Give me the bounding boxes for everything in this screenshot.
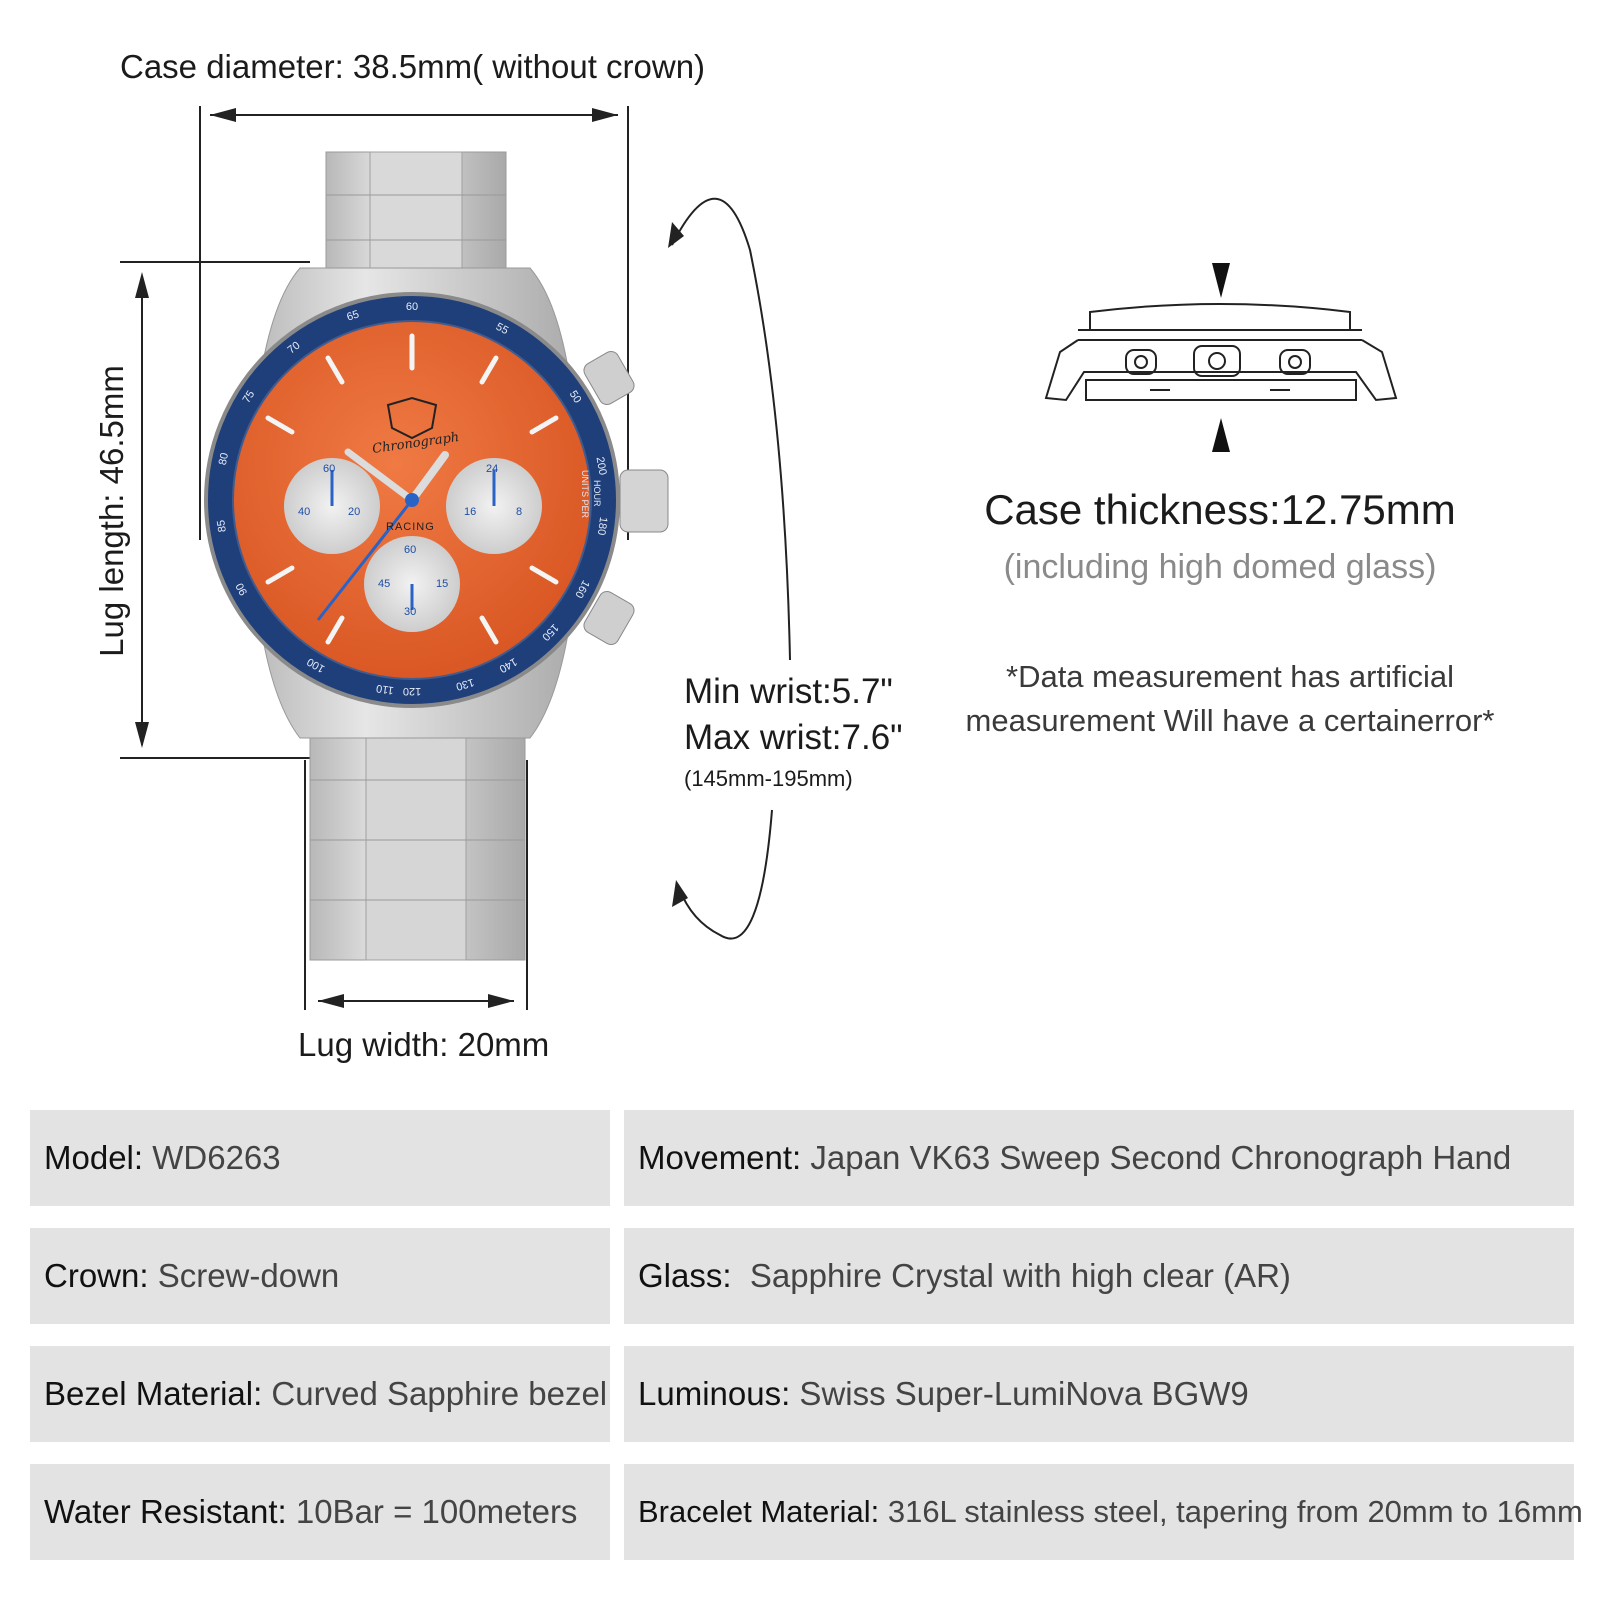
case-thickness-title: Case thickness:12.75mm — [984, 486, 1456, 533]
spec-value: Curved Sapphire bezel — [262, 1375, 608, 1412]
dial-unit-label: UNITS PER — [580, 470, 590, 519]
subdial-right-right: 8 — [516, 506, 523, 518]
spec-bezel-material: Bezel Material: Curved Sapphire bezel — [30, 1346, 610, 1442]
spec-value: Japan VK63 Sweep Second Chronograph Hand — [801, 1139, 1512, 1176]
bracelet-bottom — [309, 699, 526, 961]
spec-value: 10Bar = 100meters — [286, 1493, 578, 1530]
spec-key: Luminous: — [638, 1375, 791, 1412]
spec-crown: Crown: Screw-down — [30, 1228, 610, 1324]
subdial-right-top: 24 — [486, 463, 499, 475]
spec-model: Model: WD6263 — [30, 1110, 610, 1206]
spec-value: Screw-down — [148, 1257, 340, 1294]
spec-water-resistant: Water Resistant: 10Bar = 100meters — [30, 1464, 610, 1560]
subdial-bottom-left: 45 — [378, 578, 391, 590]
measurement-note: *Data measurement has artificial measure… — [910, 655, 1550, 743]
spec-key: Movement: — [638, 1139, 802, 1176]
case-thickness-subtitle: (including high domed glass) — [1003, 548, 1437, 586]
case-diameter-label: Case diameter: 38.5mm( without crown) — [120, 48, 706, 85]
spec-bracelet-material: Bracelet Material: 316L stainless steel,… — [624, 1464, 1583, 1560]
spec-value: Swiss Super-LumiNova BGW9 — [790, 1375, 1249, 1412]
subdial-left-left: 40 — [298, 506, 311, 518]
spec-key: Crown: — [44, 1257, 149, 1294]
lug-width-label: Lug width: 20mm — [298, 1026, 550, 1063]
bracelet-top — [325, 151, 507, 283]
spec-key: Bezel Material: — [44, 1375, 263, 1412]
subdial-bottom-bottom: 30 — [404, 606, 417, 618]
spec-movement: Movement: Japan VK63 Sweep Second Chrono… — [624, 1110, 1574, 1206]
spec-key: Model: — [44, 1139, 144, 1176]
subdial-bottom-top: 60 — [404, 544, 417, 556]
min-wrist: Min wrist:5.7" — [684, 672, 893, 711]
subdial-left-right: 20 — [348, 506, 361, 518]
wrist-range: (145mm-195mm) — [684, 766, 853, 791]
spec-luminous: Luminous: Swiss Super-LumiNova BGW9 — [624, 1346, 1574, 1442]
subdial-bottom-right: 15 — [436, 578, 449, 590]
subdial-left-top: 60 — [323, 463, 336, 475]
dial-racing-label: RACING — [386, 521, 435, 533]
spec-value: WD6263 — [143, 1139, 281, 1176]
spec-glass: Glass: Sapphire Crystal with high clear … — [624, 1228, 1574, 1324]
spec-key: Bracelet Material: — [638, 1494, 880, 1529]
dial-unit-label-hour: HOUR — [592, 480, 602, 507]
max-wrist: Max wrist:7.6" — [684, 718, 903, 757]
spec-key: Glass: — [638, 1257, 732, 1294]
spec-key: Water Resistant: — [44, 1493, 287, 1530]
spec-value: 316L stainless steel, tapering from 20mm… — [879, 1494, 1583, 1529]
spec-value: Sapphire Crystal with high clear (AR) — [731, 1257, 1291, 1294]
bezel-number: 60 — [405, 301, 419, 313]
measurement-note-line2: measurement Will have a certainerror* — [965, 703, 1495, 738]
measurement-note-line1: *Data measurement has artificial — [1006, 659, 1454, 694]
subdial-right-left: 16 — [464, 506, 477, 518]
